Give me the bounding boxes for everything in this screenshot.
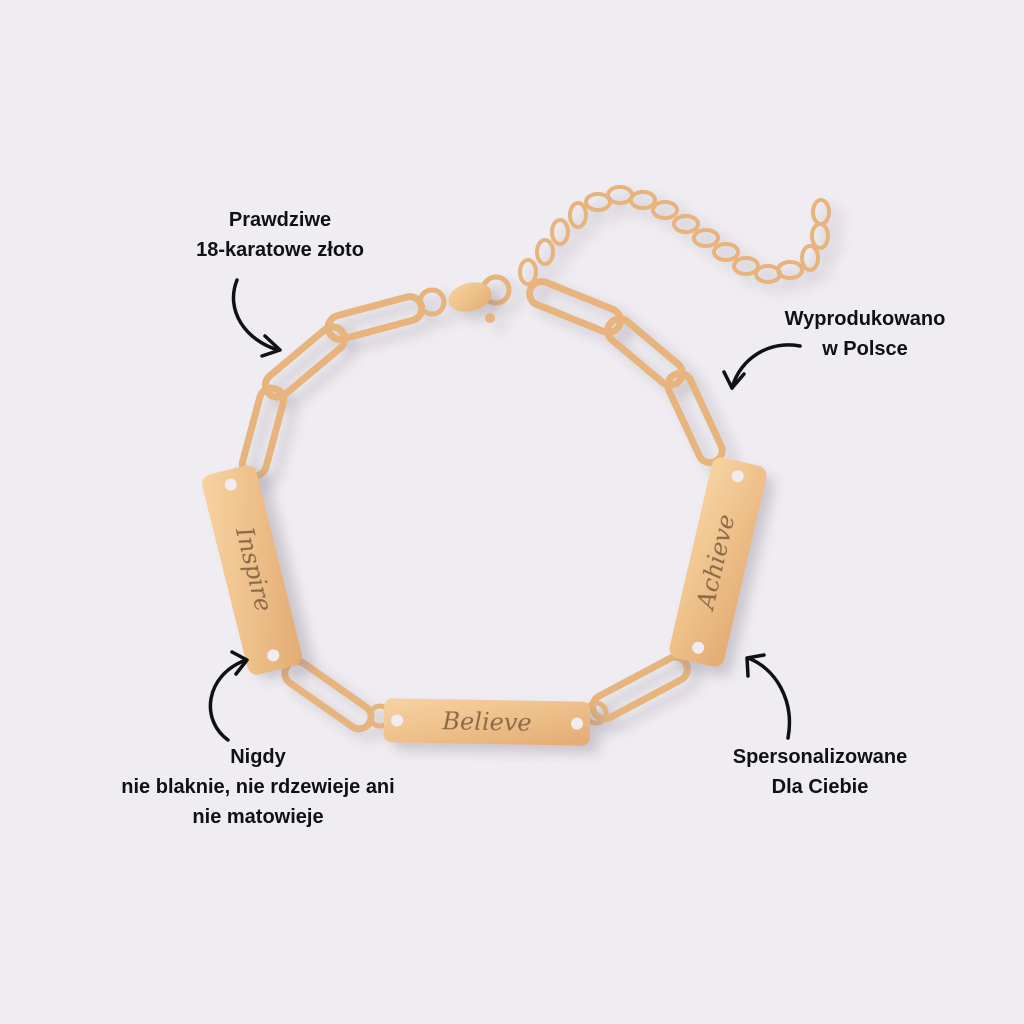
callout-line: w Polsce — [822, 338, 908, 360]
bar-right: Achieve — [669, 457, 767, 667]
arrow-icon-never — [208, 650, 249, 742]
lobster-clasp — [448, 282, 495, 323]
chain-links — [238, 274, 726, 733]
callout-made-in: Wyprodukowano w Polsce — [785, 304, 946, 364]
bar-center: Believe — [383, 698, 591, 746]
arrow-icon-made-in — [722, 343, 802, 390]
callout-gold: Prawdziwe 18-karatowe złoto — [196, 205, 364, 265]
callout-line: Wyprodukowano — [784, 308, 946, 330]
callout-line: nie matowieje — [192, 806, 324, 828]
callout-line: Spersonalizowane — [732, 746, 908, 768]
arrow-icon-gold — [231, 278, 282, 358]
extension-chain — [518, 185, 831, 286]
callout-line: 18-karatowe złoto — [196, 239, 364, 261]
callout-personalized: Spersonalizowane Dla Ciebie — [733, 742, 908, 802]
callout-line: nie blaknie, nie rdzewieje ani — [121, 776, 395, 798]
arrow-icon-personalized — [745, 653, 792, 740]
callout-line: Nigdy — [230, 746, 286, 768]
callout-line: Dla Ciebie — [771, 776, 869, 798]
callout-line: Prawdziwe — [228, 209, 332, 231]
bar-left: Inspire — [202, 465, 302, 675]
callout-never: Nigdy nie blaknie, nie rdzewieje ani nie… — [121, 742, 394, 832]
engraving-center: Believe — [441, 707, 532, 737]
